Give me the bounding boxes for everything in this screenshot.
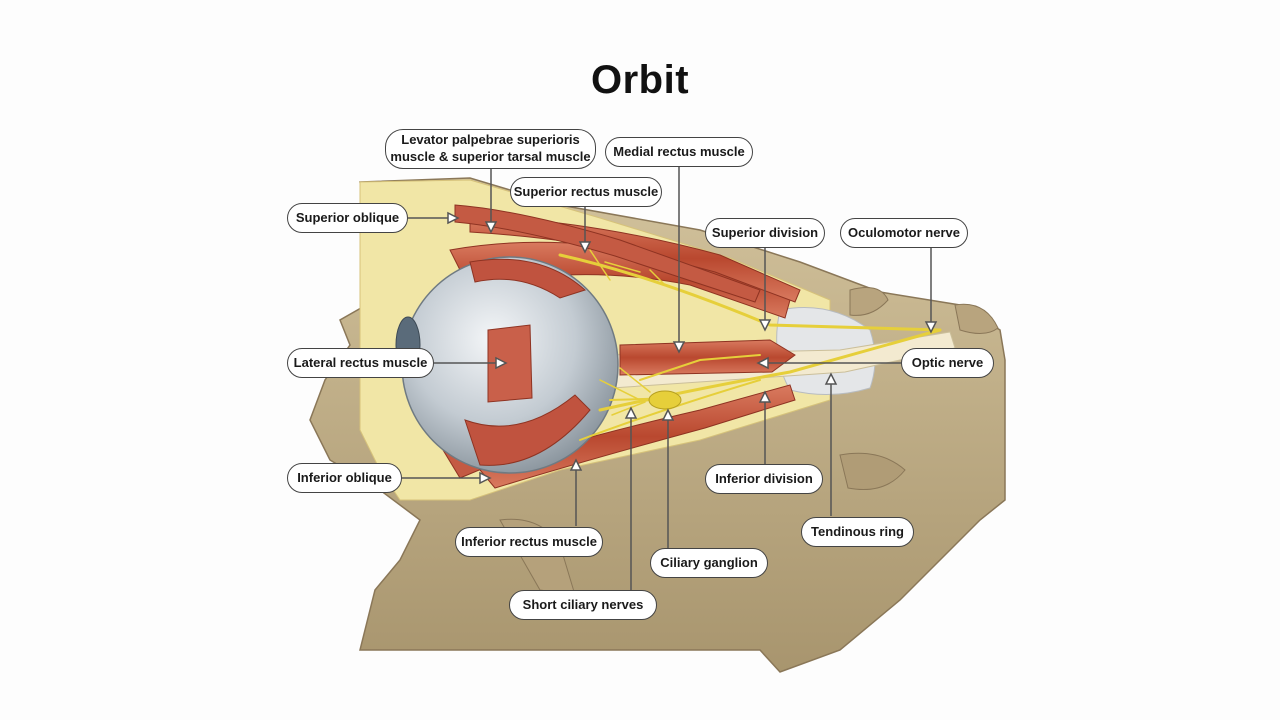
label-superior-division: Superior division [705, 218, 825, 248]
label-inferior-division: Inferior division [705, 464, 823, 494]
label-optic-nerve: Optic nerve [901, 348, 994, 378]
label-superior-oblique: Superior oblique [287, 203, 408, 233]
label-ciliary-ganglion: Ciliary ganglion [650, 548, 768, 578]
ciliary-ganglion-shape [648, 390, 682, 410]
label-levator-line1: Levator palpebrae superioris [401, 132, 580, 148]
label-oculomotor-nerve: Oculomotor nerve [840, 218, 968, 248]
page-title: Orbit [590, 58, 690, 102]
label-short-ciliary-nerves: Short ciliary nerves [509, 590, 657, 620]
label-tendinous-ring: Tendinous ring [801, 517, 914, 547]
label-levator-line2: muscle & superior tarsal muscle [390, 149, 591, 164]
pointer-lines [402, 166, 938, 590]
superior-oblique-shape [454, 204, 761, 303]
lateral-rectus-insertion [487, 324, 533, 403]
label-levator-palpebrae: Levator palpebrae superioris muscle & su… [385, 129, 596, 169]
label-superior-rectus: Superior rectus muscle [510, 177, 662, 207]
label-inferior-oblique: Inferior oblique [287, 463, 402, 493]
label-medial-rectus: Medial rectus muscle [605, 137, 753, 167]
label-lateral-rectus: Lateral rectus muscle [287, 348, 434, 378]
label-inferior-rectus: Inferior rectus muscle [455, 527, 603, 557]
